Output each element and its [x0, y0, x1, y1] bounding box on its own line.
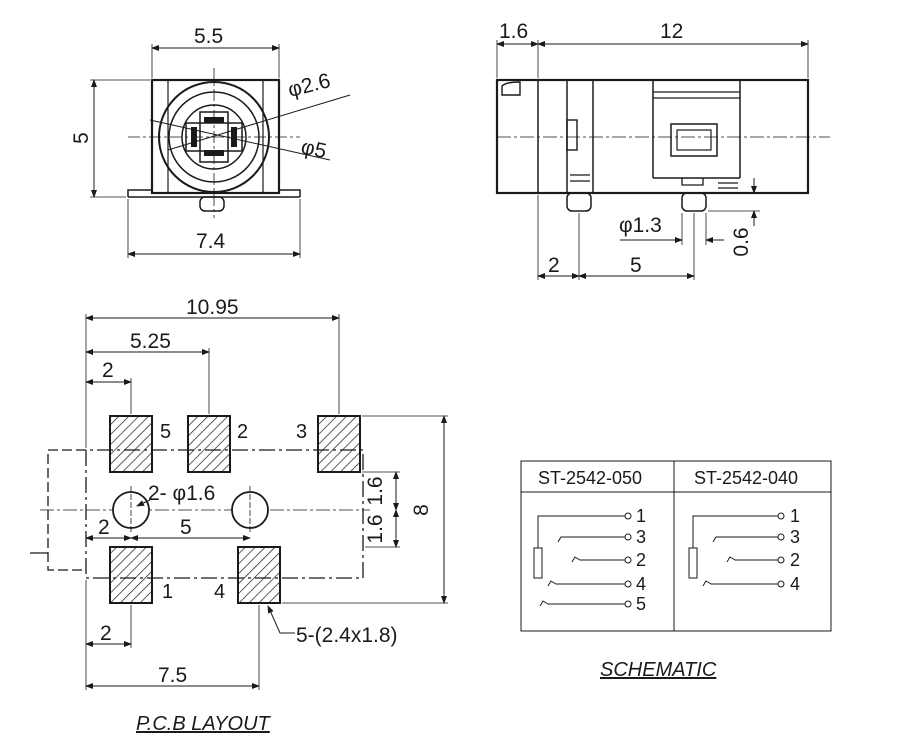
pad-label-5: 5 — [160, 421, 171, 443]
pcb-pad-size-dim: 5-(2.4x1.8) — [296, 624, 398, 647]
pcb-pad-gap-bottom-dim: 1.6 — [364, 514, 387, 543]
pcb-height-dim: 8 — [410, 504, 433, 516]
schematic-header-050: ST-2542-050 — [538, 468, 642, 488]
front-base-dim: 7.4 — [196, 230, 226, 253]
pad-label-2: 2 — [237, 421, 248, 443]
front-width-dim: 5.5 — [194, 25, 223, 48]
pad-label-1: 1 — [162, 581, 173, 603]
pcb-left-bottom-dim: 2 — [100, 622, 112, 645]
side-pin-diameter-dim: φ1.3 — [619, 214, 662, 237]
schematic-header-040: ST-2542-040 — [694, 468, 798, 488]
front-height-dim: 5 — [70, 132, 93, 144]
schematic-050-pin: 4 — [636, 574, 646, 594]
pcb-bottom-width-dim: 7.5 — [158, 664, 187, 687]
pad-label-3: 3 — [296, 421, 307, 443]
pcb-holes-dim: 2- φ1.6 — [148, 482, 215, 505]
schematic-040-symbol — [688, 512, 785, 588]
schematic-title: SCHEMATIC — [600, 659, 717, 681]
schematic-050-pin: 5 — [636, 594, 646, 614]
side-pitch-dim: 5 — [630, 254, 642, 277]
side-view — [495, 40, 830, 280]
front-outer-dim: φ5 — [299, 135, 329, 163]
front-view — [90, 44, 351, 258]
schematic-050-pin: 1 — [636, 506, 646, 526]
pcb-hole-offset-dim: 2 — [98, 516, 110, 539]
schematic-040-pin: 1 — [790, 506, 800, 526]
side-pin-length-dim: 0.6 — [730, 227, 753, 256]
schematic-050-pin: 3 — [636, 527, 646, 547]
pcb-layout — [30, 314, 448, 690]
pcb-hole-pitch-dim: 5 — [180, 516, 192, 539]
side-flange-dim: 1.6 — [499, 20, 528, 43]
schematic-050-pin: 2 — [636, 550, 646, 570]
pcb-layout-title: P.C.B LAYOUT — [136, 713, 272, 735]
schematic-050-symbol — [533, 512, 632, 608]
pad-label-4: 4 — [214, 581, 225, 603]
pcb-total-width-dim: 10.95 — [186, 296, 239, 319]
side-length-dim: 12 — [660, 20, 683, 43]
schematic-040-pin: 4 — [790, 574, 800, 594]
schematic-040-pin: 3 — [790, 527, 800, 547]
schematic-040-pin: 2 — [790, 550, 800, 570]
pcb-pad-gap-top-dim: 1.6 — [364, 476, 387, 505]
side-offset-dim: 2 — [548, 254, 560, 277]
pcb-left-top-dim: 2 — [102, 359, 114, 382]
pcb-mid-dim: 5.25 — [130, 330, 171, 353]
schematic-table — [520, 460, 832, 632]
front-hole-dim: φ2.6 — [286, 69, 333, 102]
